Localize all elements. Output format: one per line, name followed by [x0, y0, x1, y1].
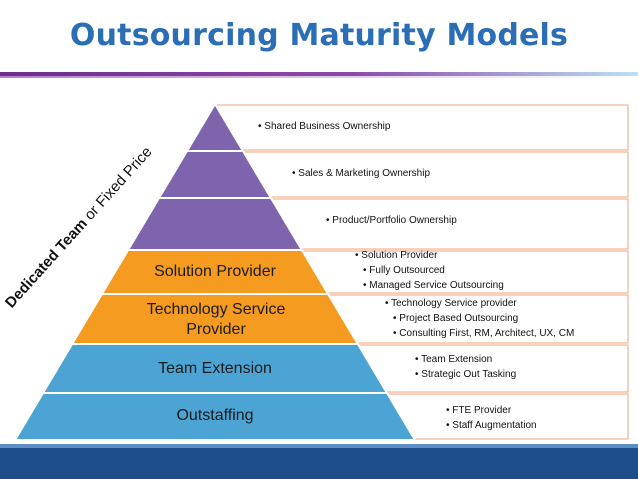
bullet-item: • Team Extension	[415, 354, 493, 365]
bullet-item: • Managed Service Outsourcing	[363, 280, 504, 291]
bullet-item: • Fully Outsourced	[363, 265, 445, 276]
title-divider	[0, 72, 638, 76]
bullet-item: • Strategic Out Tasking	[415, 369, 517, 380]
level-label-outstaffing: Outstaffing	[176, 407, 254, 424]
level-5-box	[327, 294, 629, 344]
level-label-team-extension: Team Extension	[158, 360, 272, 377]
level-1-bullets: • Shared Business Ownership	[258, 119, 390, 134]
bullet-item: • Consulting First, RM, Architect, UX, C…	[393, 328, 575, 339]
pyramid-tier-3	[126, 197, 304, 251]
bullet-item: • Shared Business Ownership	[258, 121, 391, 132]
footer-accent	[0, 444, 638, 448]
level-1-box	[214, 104, 629, 151]
bullet-item: • Product/Portfolio Ownership	[326, 215, 457, 226]
footer-bar	[0, 448, 638, 479]
level-2-bullets: • Sales & Marketing Ownership	[292, 166, 430, 181]
bullet-item: • Staff Augmentation	[446, 420, 537, 431]
title-divider-shadow	[0, 76, 638, 78]
bullet-item: • Project Based Outsourcing	[393, 313, 519, 324]
level-7-bullets: • FTE Provider • Staff Augmentation	[446, 403, 537, 433]
level-4-bullets: • Solution Provider • Fully Outsourced •…	[355, 248, 504, 293]
level-6-box	[357, 344, 629, 393]
bullet-item: • Sales & Marketing Ownership	[292, 168, 431, 179]
pyramid-tier-7	[13, 392, 417, 441]
level-label-technology-service-provider: Technology Service Provider	[146, 301, 286, 338]
bullet-item: • Technology Service provider	[385, 298, 517, 309]
level-label-solution-provider: Solution Provider	[154, 263, 276, 280]
level-3-bullets: • Product/Portfolio Ownership	[326, 213, 457, 228]
page-title: Outsourcing Maturity Models	[69, 18, 569, 53]
bullet-item: • Solution Provider	[355, 250, 438, 261]
bullet-item: • FTE Provider	[446, 405, 512, 416]
level-3-box	[270, 198, 629, 250]
level-7-box	[386, 393, 629, 440]
level-5-bullets: • Technology Service provider • Project …	[385, 296, 574, 341]
level-6-bullets: • Team Extension • Strategic Out Tasking	[415, 352, 516, 382]
level-4-box	[301, 250, 629, 294]
